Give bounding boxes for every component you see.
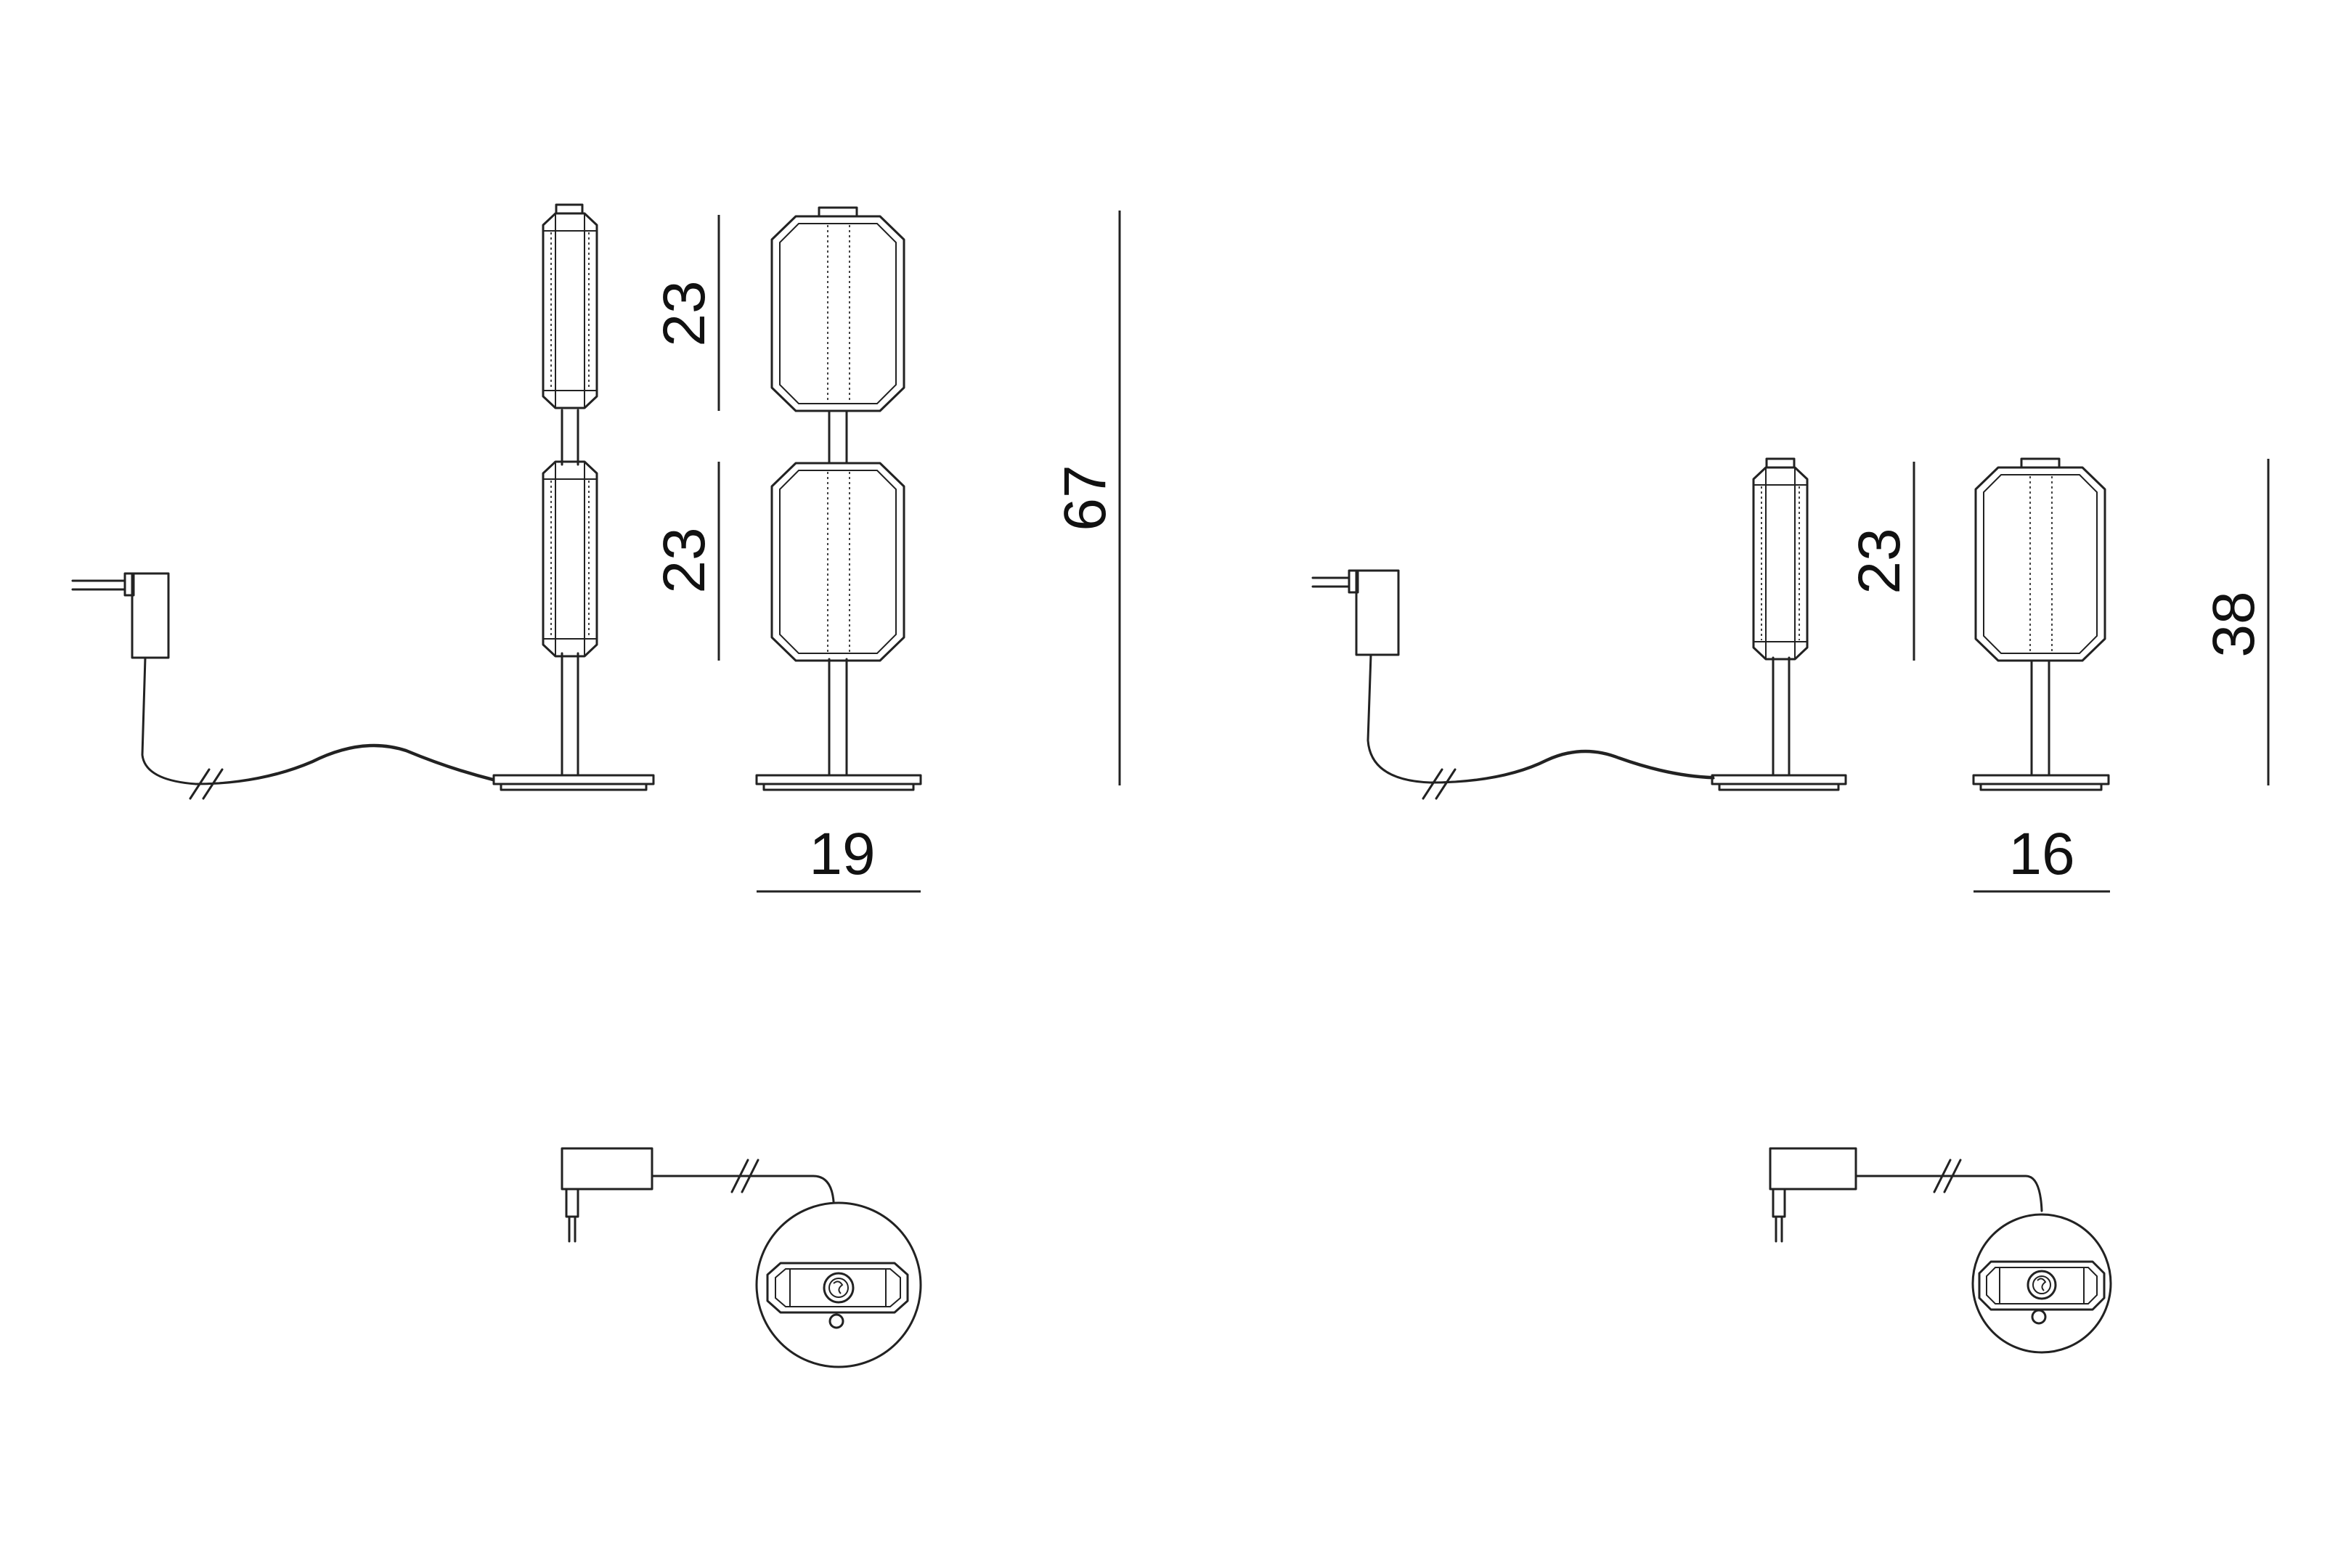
small-lamp-top-view: [1769, 1147, 2112, 1354]
large-lamp-side-view: [71, 203, 655, 800]
large-power-cable-top: [651, 1175, 835, 1203]
large-lamp-switch-icon: [828, 1313, 844, 1329]
large-bottom-shade-height-label: 23: [651, 527, 717, 593]
small-shade-height-label: 23: [1846, 528, 1913, 594]
small-lamp-dimensions: 23 38 16: [1846, 459, 2270, 893]
small-power-adapter-side: [1311, 569, 1432, 784]
large-lamp-stem-side: [561, 409, 579, 777]
large-lamp-base-side: [492, 774, 655, 791]
large-power-cable-side: [195, 745, 495, 785]
large-total-height-label: 67: [1052, 465, 1118, 531]
large-lamp-front-view: [755, 206, 922, 791]
large-lamp-top-shade-front: [770, 206, 905, 412]
large-power-adapter-top: [561, 1147, 653, 1243]
large-lamp-top-emblem-icon: [823, 1272, 855, 1304]
large-lamp-shade-top: [766, 1262, 909, 1314]
large-lamp-top-view: [561, 1147, 922, 1368]
small-lamp-shade-side: [1752, 457, 1809, 661]
small-lamp-base-side: [1711, 774, 1847, 791]
small-lamp-side-view: [1311, 457, 1847, 800]
small-power-adapter-top: [1769, 1147, 1857, 1243]
large-base-width-label: 19: [809, 821, 875, 887]
small-lamp-shade-top: [1978, 1260, 2106, 1311]
small-lamp-top-emblem-icon: [2027, 1270, 2057, 1300]
large-lamp-dimensions: 23 23 67 19: [651, 211, 1121, 893]
small-power-cable-side: [1429, 751, 1715, 784]
small-lamp-base-top: [1971, 1213, 2112, 1354]
small-lamp-shade-front: [1974, 457, 2106, 662]
small-lamp-switch-icon: [2031, 1309, 2047, 1325]
small-base-width-label: 16: [2008, 821, 2074, 887]
large-top-shade-height-label: 23: [651, 280, 717, 346]
small-power-cable-top: [1854, 1175, 2043, 1212]
large-power-adapter-side: [71, 572, 197, 785]
large-lamp-top-shade-side: [542, 203, 598, 409]
large-lamp-bottom-shade-side: [542, 460, 598, 658]
small-total-height-label: 38: [2201, 591, 2267, 657]
large-lamp-base-top: [755, 1201, 922, 1368]
small-lamp-front-view: [1972, 457, 2110, 791]
large-lamp-bottom-shade-front: [770, 462, 905, 662]
